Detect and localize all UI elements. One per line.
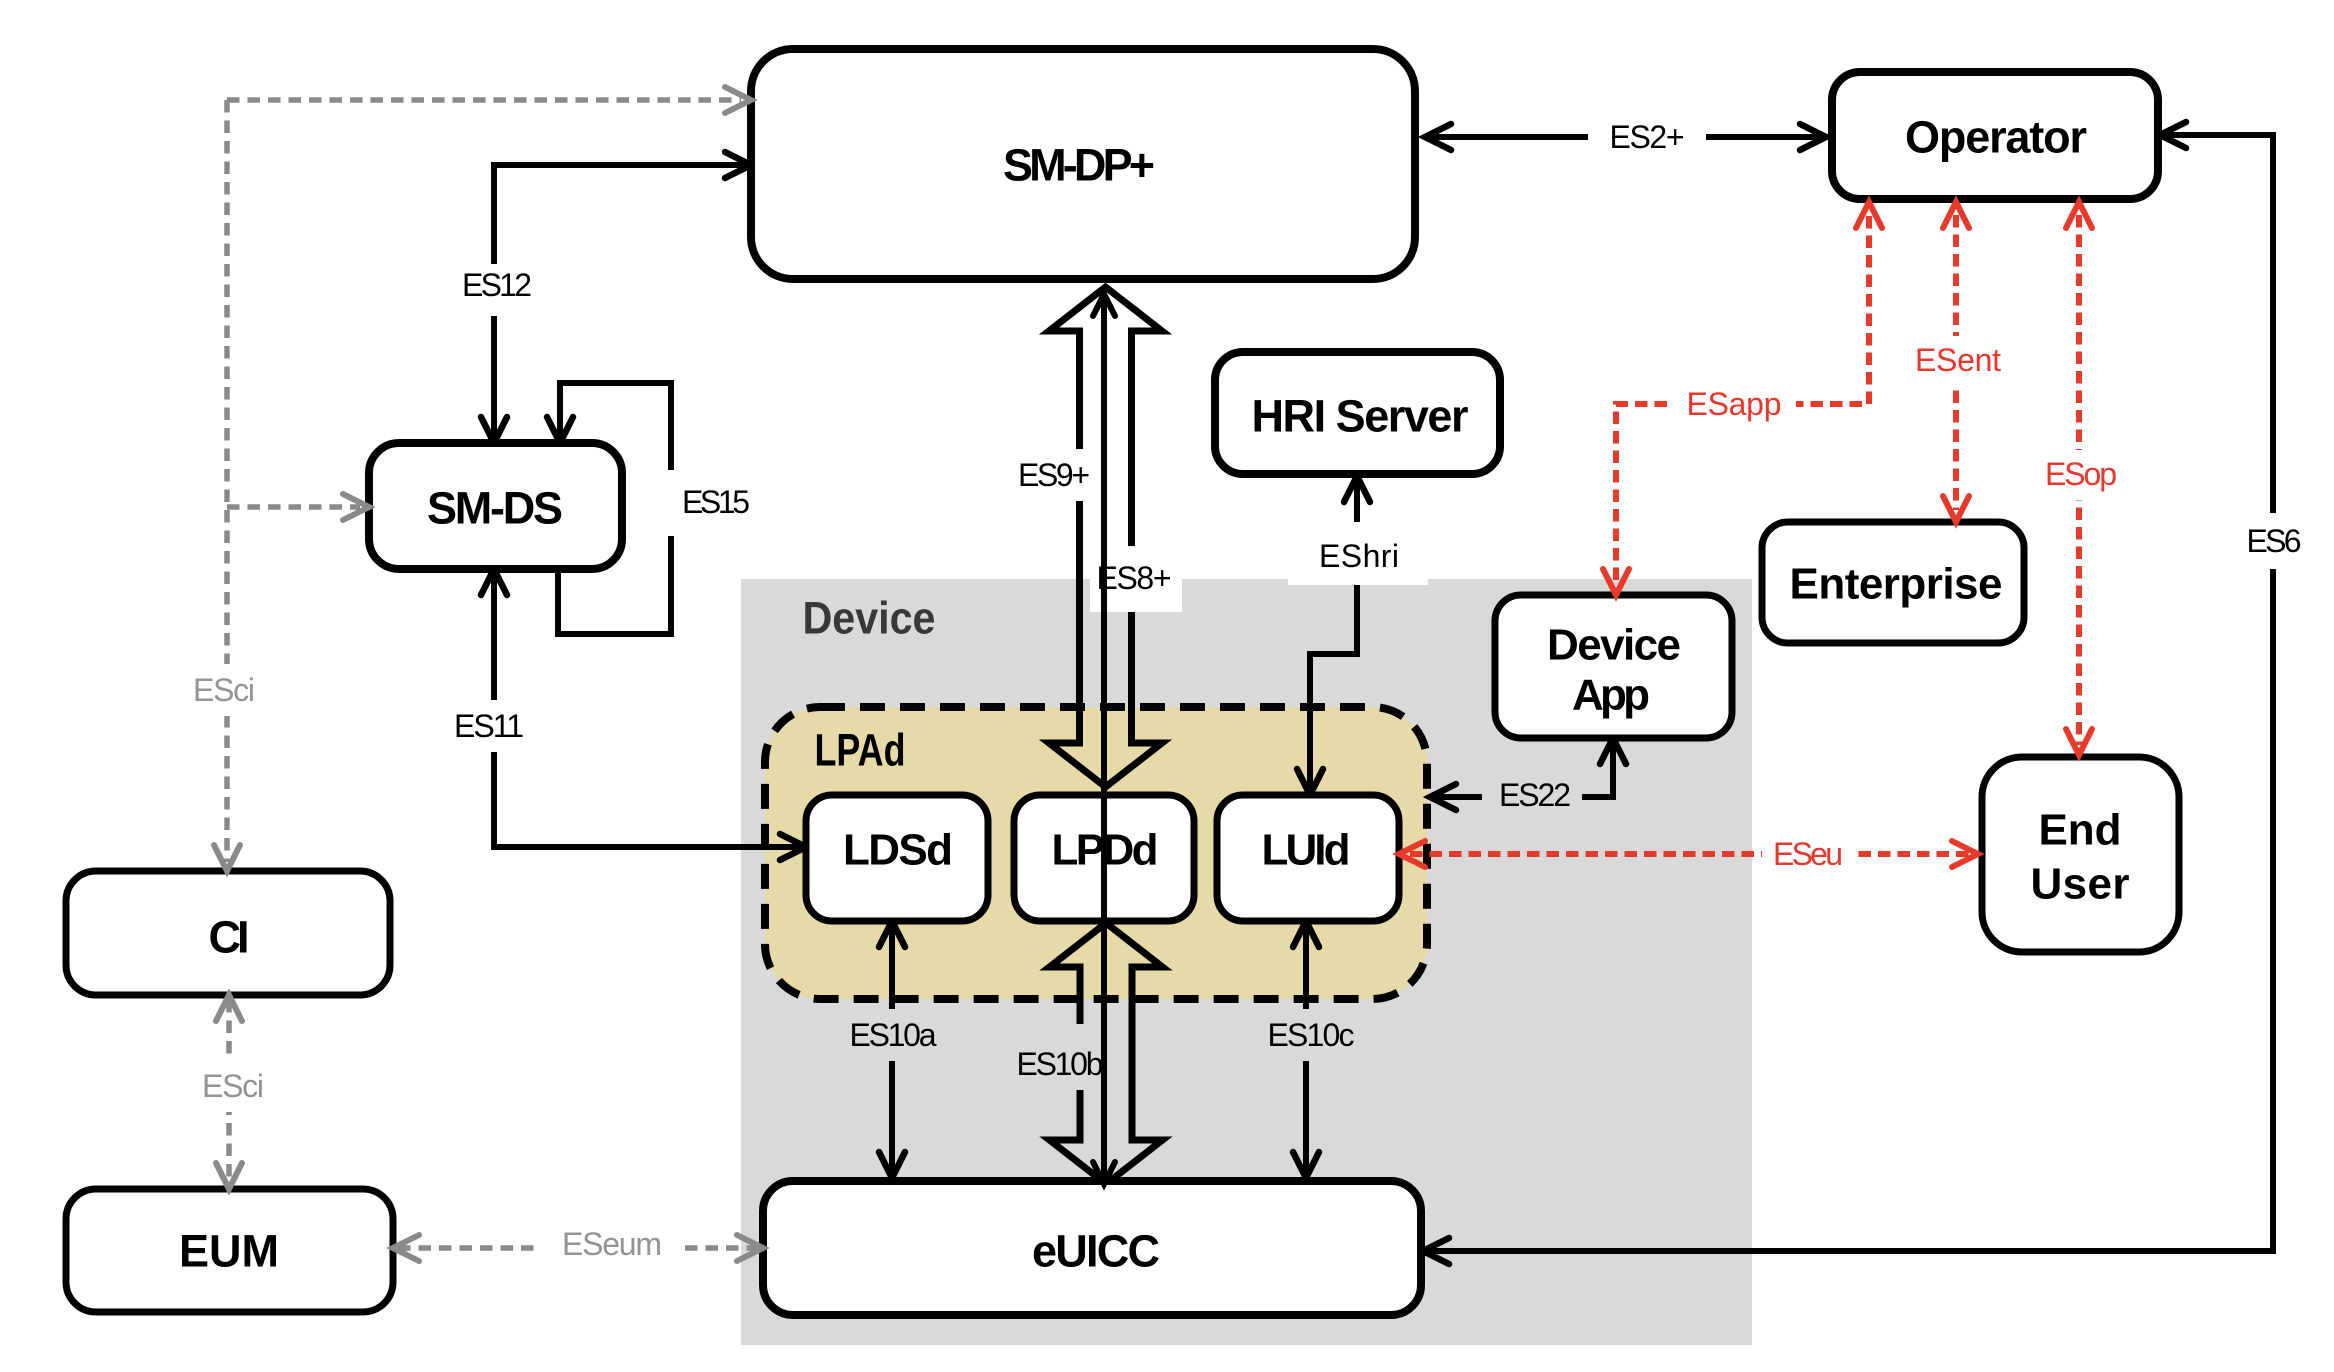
svg-text:ES10b: ES10b — [1017, 1046, 1104, 1082]
svg-text:ES2+: ES2+ — [1610, 119, 1685, 155]
svg-text:EShri: EShri — [1319, 538, 1399, 574]
svg-text:Enterprise: Enterprise — [1790, 560, 2003, 609]
svg-text:SM-DS: SM-DS — [427, 483, 563, 534]
svg-text:Device: Device — [1547, 621, 1681, 670]
svg-text:ESop: ESop — [2045, 456, 2117, 492]
svg-text:ESeu: ESeu — [1773, 836, 1843, 872]
svg-text:SM-DP+: SM-DP+ — [1003, 140, 1155, 191]
svg-text:LUId: LUId — [1262, 826, 1351, 875]
svg-text:ES6: ES6 — [2247, 523, 2302, 559]
svg-text:Operator: Operator — [1905, 112, 2087, 163]
svg-text:ESci: ESci — [202, 1068, 264, 1104]
svg-text:ES22: ES22 — [1499, 777, 1571, 813]
svg-text:Device: Device — [803, 593, 936, 644]
svg-text:LDSd: LDSd — [843, 826, 953, 875]
svg-text:ES11: ES11 — [454, 708, 524, 744]
svg-text:CI: CI — [209, 912, 250, 963]
svg-text:ESci: ESci — [193, 672, 255, 708]
svg-text:App: App — [1572, 671, 1650, 720]
svg-text:eUICC: eUICC — [1032, 1226, 1160, 1277]
svg-text:LPAd: LPAd — [815, 725, 906, 776]
svg-text:ES10c: ES10c — [1268, 1017, 1355, 1053]
svg-text:ES9+: ES9+ — [1018, 457, 1090, 493]
svg-text:ESent: ESent — [1915, 342, 2001, 378]
svg-text:ES10a: ES10a — [850, 1017, 937, 1053]
svg-text:ES15: ES15 — [682, 484, 750, 520]
svg-text:ESeum: ESeum — [562, 1226, 662, 1262]
svg-text:End: End — [2039, 806, 2122, 855]
svg-text:ESapp: ESapp — [1687, 386, 1782, 422]
svg-text:HRI Server: HRI Server — [1252, 391, 1469, 442]
svg-text:User: User — [2031, 860, 2130, 909]
svg-text:EUM: EUM — [179, 1226, 279, 1277]
svg-text:ES8+: ES8+ — [1097, 560, 1172, 596]
svg-text:ES12: ES12 — [462, 267, 532, 303]
